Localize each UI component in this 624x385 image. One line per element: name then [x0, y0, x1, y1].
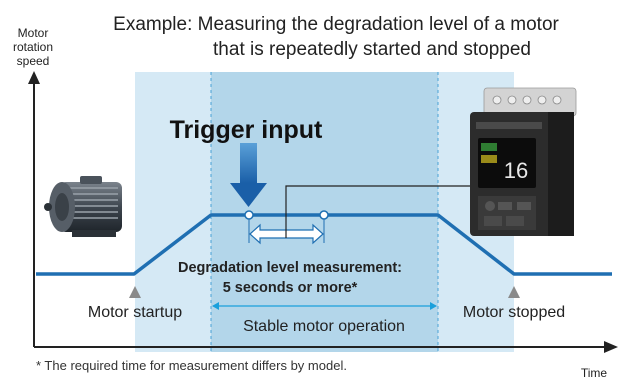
electric-motor-icon: [44, 176, 122, 237]
trigger-input-label: Trigger input: [170, 116, 323, 144]
y-axis-arrowhead: [28, 71, 40, 84]
measurement-label-line-1: Degradation level measurement:: [178, 260, 402, 276]
degradation-monitor-device-icon: 16: [470, 87, 577, 236]
title-line-2: that is repeatedly started and stopped: [213, 39, 531, 60]
motor-stopped-label: Motor stopped: [463, 304, 565, 321]
measurement-label-line-2: 5 seconds or more*: [223, 280, 358, 296]
trigger-arrow-head: [230, 183, 267, 207]
startup-marker-triangle: [129, 286, 141, 298]
title-line-1: Example: Measuring the degradation level…: [113, 14, 559, 35]
device-leader-line: [285, 185, 486, 238]
y-axis-label-line-1: Motor: [18, 26, 49, 40]
stable-operation-label: Stable motor operation: [243, 318, 405, 335]
stable-range-right-head: [430, 302, 437, 310]
measurement-end-marker: [319, 210, 329, 220]
startup-band: [135, 72, 211, 352]
measurement-start-marker: [244, 210, 254, 220]
device-display-value: 16: [504, 158, 528, 183]
motor-startup-label: Motor startup: [88, 304, 182, 321]
y-axis-label-line-2: rotation: [13, 40, 53, 54]
stopped-marker-triangle: [508, 286, 520, 298]
x-axis-label: Time: [581, 366, 608, 380]
x-axis-arrowhead: [604, 341, 618, 353]
y-axis-label-line-3: speed: [17, 54, 50, 68]
footnote: * The required time for measurement diff…: [36, 358, 347, 373]
stable-range-left-head: [212, 302, 219, 310]
trigger-arrow-shaft: [240, 143, 257, 183]
